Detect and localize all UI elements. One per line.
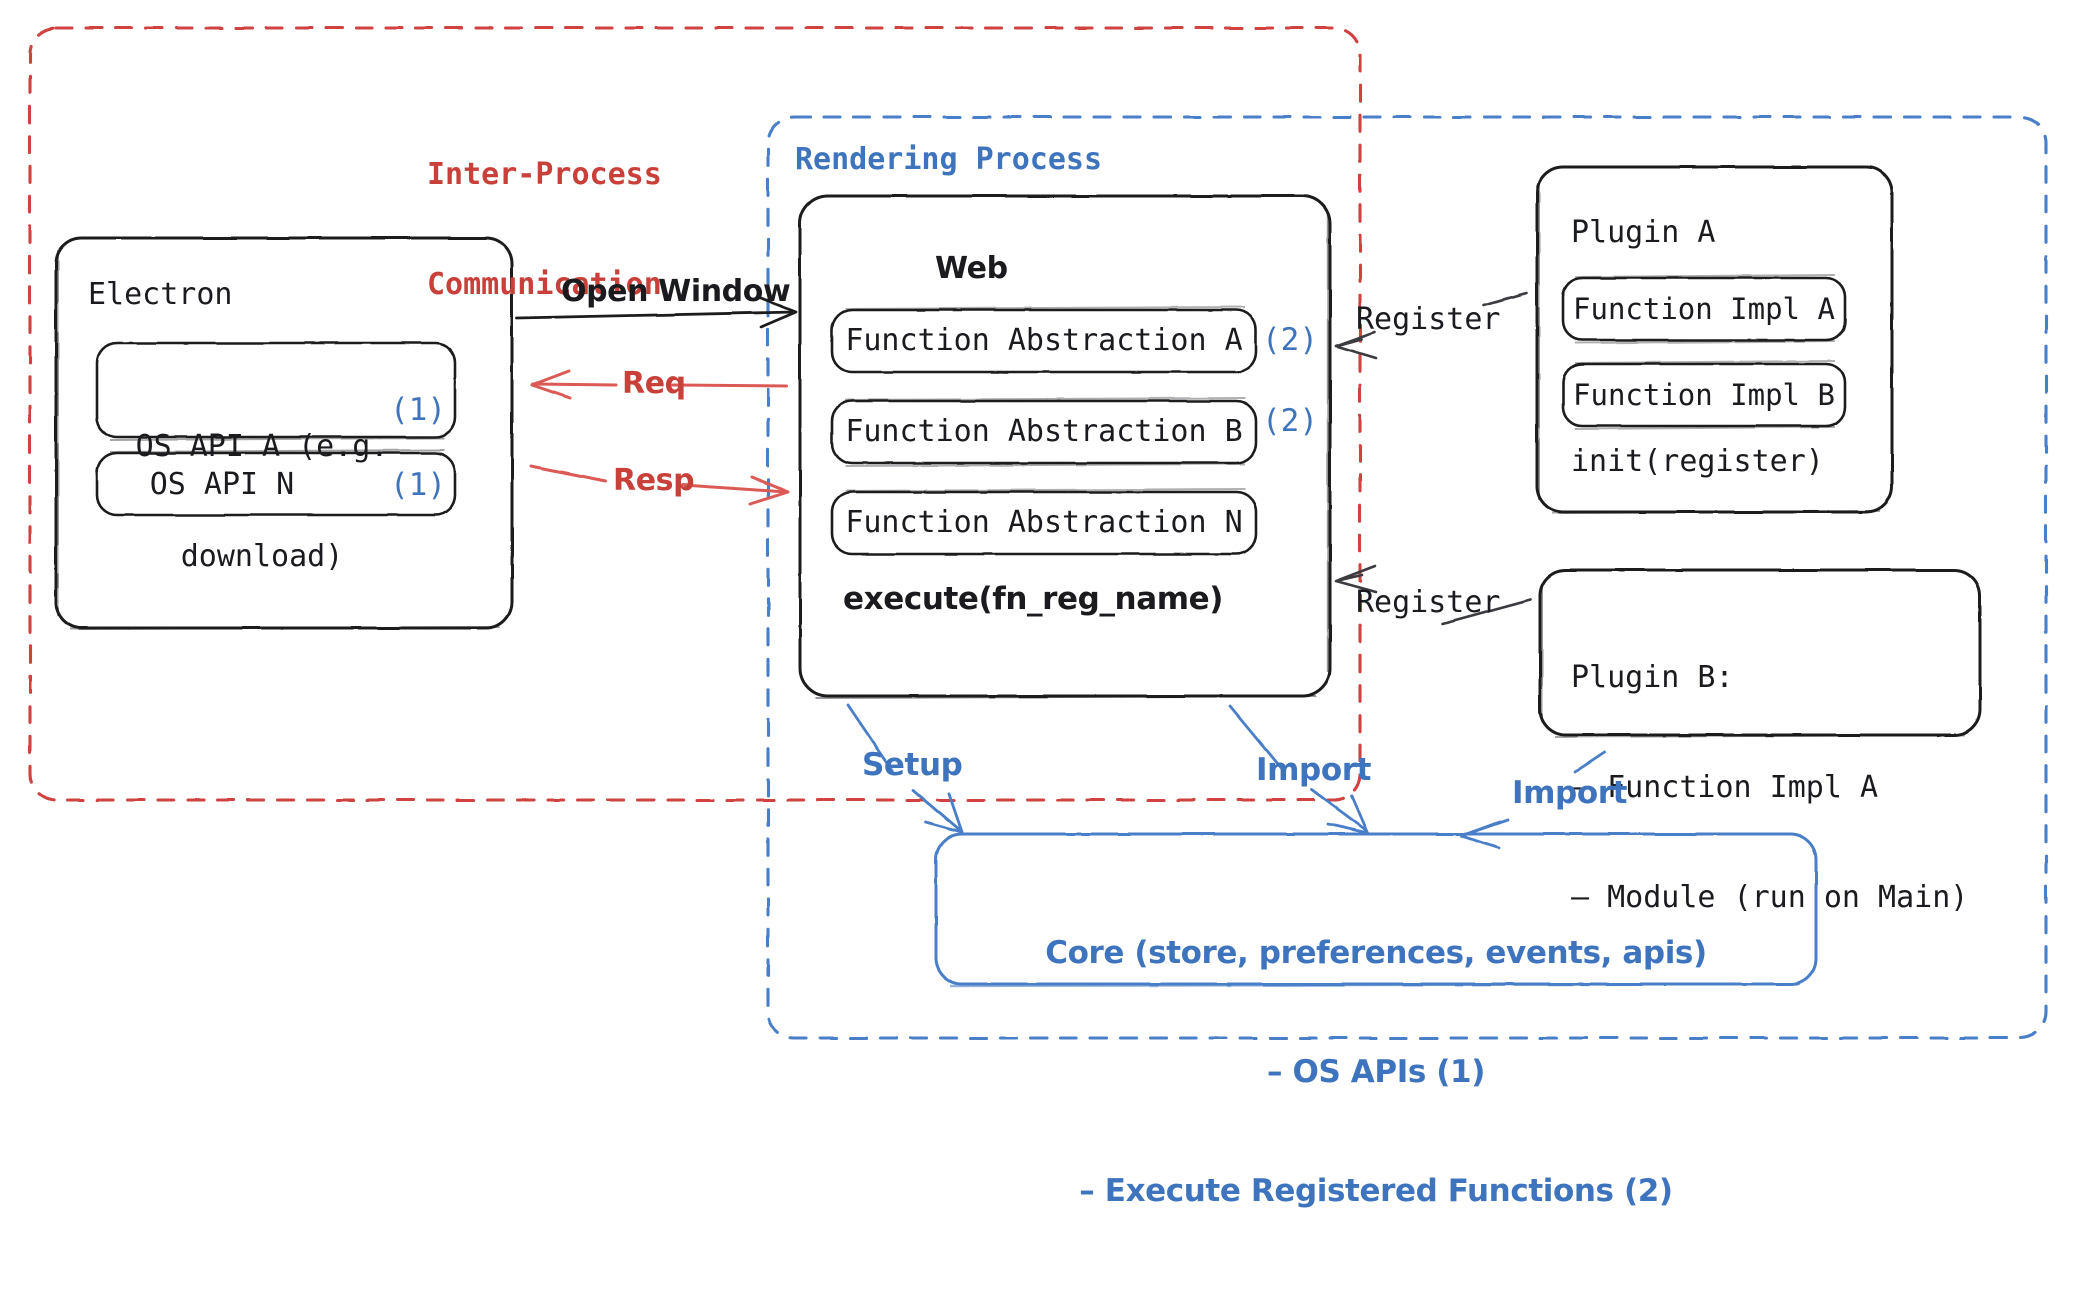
os-api-a-line-2: download)	[180, 538, 344, 574]
function-abstraction-b-box-outline	[830, 397, 1258, 467]
web-execute-label: execute(fn_reg_name)	[843, 581, 1224, 617]
os-api-n-label: OS API N	[149, 467, 295, 502]
function-impl-b-label: Function Impl B	[1573, 378, 1835, 412]
edge-open-window	[515, 296, 798, 329]
diagram-canvas: Inter-Process Communication Rendering Pr…	[28, 26, 2048, 1209]
core-text-block: Core (store, preferences, events, apis) …	[936, 855, 1816, 1291]
edge-req	[530, 369, 788, 400]
edge-open-window-label: Open Window	[561, 274, 791, 309]
core-line-2: – OS APIs (1)	[1267, 1054, 1485, 1091]
function-abstraction-b-tag: (2)	[1262, 403, 1318, 439]
function-impl-a-box-outline	[1561, 274, 1847, 344]
diagram-vector-layer	[28, 26, 2048, 1040]
edge-setup-label: Setup	[862, 747, 963, 783]
rendering-process-container-outline	[766, 115, 2048, 1040]
rendering-process-label: Rendering Process	[795, 142, 1103, 177]
core-line-1: Core (store, preferences, events, apis)	[1045, 935, 1707, 972]
edge-register-plugin-a	[1334, 291, 1529, 360]
os-api-a-label: OS API A (e.g. download)	[112, 356, 412, 649]
plugin-a-init-label: init(register)	[1571, 444, 1824, 479]
function-impl-a-label: Function Impl A	[1573, 292, 1835, 326]
web-title: Web	[935, 251, 1008, 286]
ipc-label-line-2: Communication	[427, 266, 662, 302]
function-abstraction-n-box-outline	[830, 488, 1258, 556]
plugin-b-title: Plugin B:	[1571, 660, 1734, 696]
os-api-n-tag: (1)	[390, 467, 446, 503]
edge-resp-label: Resp	[613, 463, 695, 498]
plugin-b-line-2: – Module (run on Main)	[1571, 879, 1969, 915]
os-api-a-tag: (1)	[390, 392, 446, 428]
plugin-a-title: Plugin A	[1571, 215, 1716, 250]
ipc-label-line-1: Inter-Process	[427, 157, 662, 193]
edge-register-plugin-a-label: Register	[1356, 302, 1501, 337]
function-abstraction-a-label: Function Abstraction A	[845, 323, 1243, 358]
function-abstraction-b-label: Function Abstraction B	[845, 414, 1243, 449]
ipc-container-outline	[28, 26, 1362, 802]
edge-import-plugin-b	[1460, 750, 1607, 850]
core-box-outline	[934, 832, 1818, 988]
function-abstraction-a-box-outline	[830, 306, 1258, 374]
plugin-b-line-1: – Function Impl A	[1571, 769, 1879, 805]
os-api-n-box-outline	[95, 449, 457, 517]
edge-resp	[529, 464, 790, 506]
edge-req-label: Req	[622, 366, 686, 401]
plugin-b-block: Plugin B: – Function Impl A – Module (ru…	[1571, 587, 1968, 990]
edge-import-plugin-b-label: Import	[1512, 775, 1628, 811]
os-api-a-line-1: OS API A (e.g.	[135, 429, 389, 465]
edge-register-plugin-b	[1334, 564, 1533, 626]
electron-title: Electron	[88, 277, 233, 312]
plugin-b-box-outline	[1538, 568, 1982, 738]
os-api-a-box-outline	[95, 341, 457, 441]
function-abstraction-n-label: Function Abstraction N	[845, 505, 1243, 540]
core-line-3: – Execute Registered Functions (2)	[1079, 1173, 1673, 1210]
ipc-container-label: Inter-Process Communication	[427, 84, 662, 377]
edge-register-plugin-b-label: Register	[1356, 585, 1501, 620]
edge-import-web	[1228, 704, 1370, 835]
edge-setup	[846, 703, 964, 834]
function-abstraction-a-tag: (2)	[1262, 322, 1318, 358]
edge-import-web-label: Import	[1256, 752, 1372, 788]
function-impl-b-box-outline	[1561, 360, 1847, 430]
